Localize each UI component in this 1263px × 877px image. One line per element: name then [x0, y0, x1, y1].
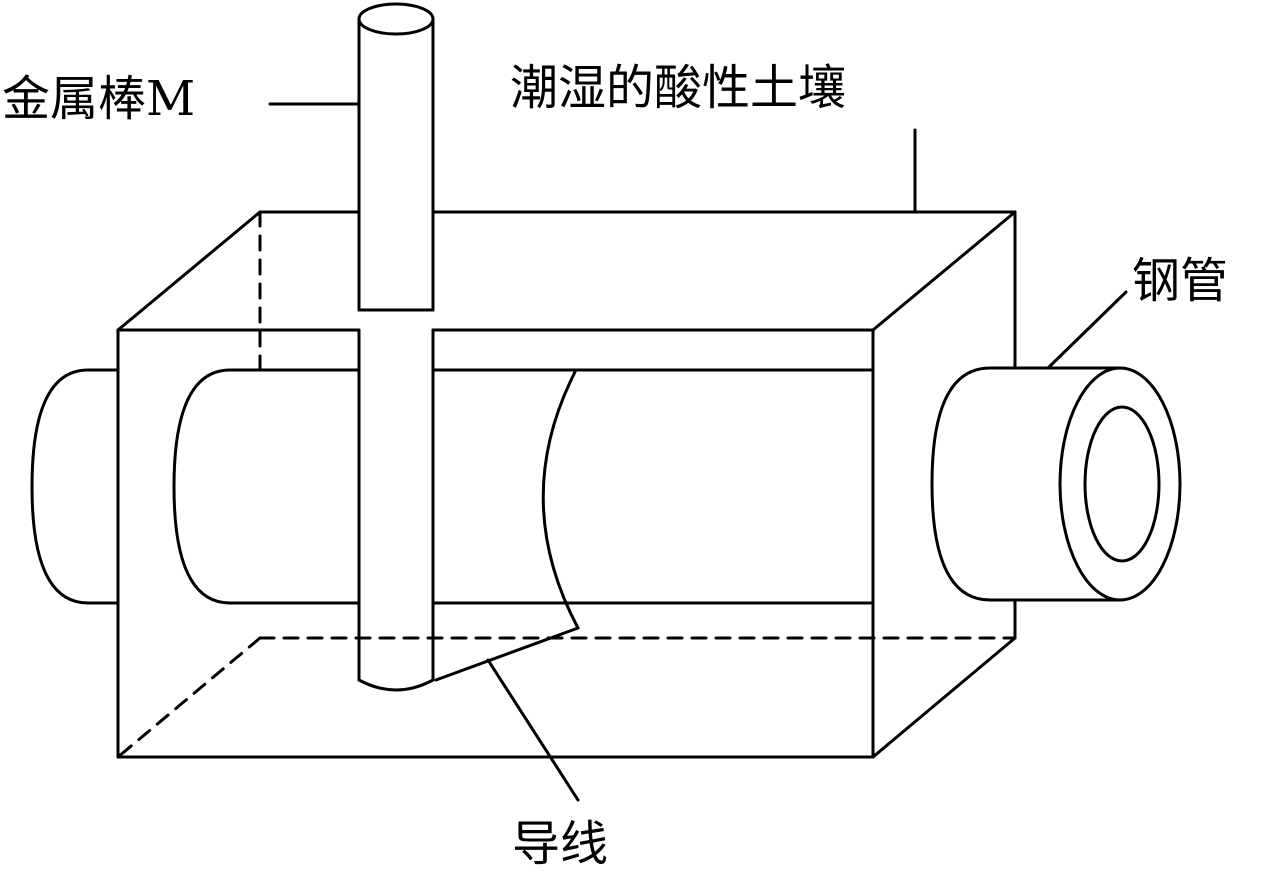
- wire-on-pipe: [541, 370, 580, 630]
- wire-label: 导线: [512, 816, 609, 872]
- soil-box: [116, 210, 1017, 759]
- bottom-right-depth-edge: [871, 636, 1017, 759]
- pipe-right-section: [930, 366, 1122, 602]
- soil-label: 潮湿的酸性土壤: [510, 60, 847, 116]
- pipe-end-outer: [1058, 366, 1182, 602]
- rod-top-cap: [357, 2, 435, 36]
- pipe-leader: [1046, 290, 1128, 370]
- wire-leader: [486, 658, 580, 802]
- soil-box-hidden-edges: [116, 210, 1017, 759]
- wire: [434, 370, 580, 682]
- steel-pipe: [30, 366, 1182, 605]
- steel-pipe-label: 钢管: [1132, 253, 1229, 309]
- leader-lines: [268, 102, 1128, 802]
- metal-rod-label: 金属棒M: [2, 71, 196, 127]
- metal-rod-m: [357, 2, 435, 692]
- pipe-end-inner: [1083, 405, 1161, 563]
- top-left-depth-edge: [116, 210, 262, 332]
- top-right-depth-edge: [871, 210, 1017, 332]
- pipe-left-stub: [30, 368, 120, 605]
- wire-to-rod: [434, 626, 580, 682]
- rod-bottom-end: [357, 678, 435, 692]
- pipe-inner-left: [172, 368, 360, 605]
- bottom-left-depth-edge: [116, 636, 262, 759]
